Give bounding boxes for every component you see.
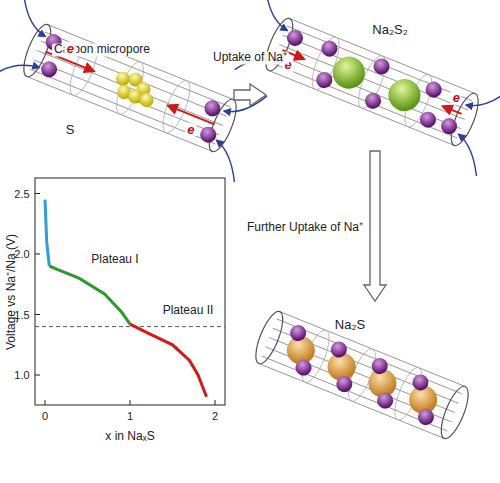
plateau-label: Plateau I: [91, 253, 138, 266]
sodium-ion: [371, 56, 392, 77]
sodium-ion: [202, 98, 223, 119]
sodium-ion: [293, 357, 314, 378]
micropore-node: Na₂S₂: [268, 12, 480, 147]
species-label: Na₂S: [333, 318, 367, 332]
tick-label: 2: [212, 410, 218, 422]
curve-plateau-2: [130, 324, 207, 397]
arrow-label: Uptake of Na⁺: [211, 51, 289, 64]
electron-label: e: [451, 91, 462, 105]
tick-label: 1.5: [14, 308, 29, 320]
electron-label: e: [65, 42, 76, 56]
sodium-ion: [334, 374, 355, 395]
species-label: Na₂S₂: [370, 23, 409, 37]
carbon-micropore: [250, 308, 473, 442]
sodium-ion: [439, 116, 460, 137]
tick-label: 2.0: [14, 248, 29, 260]
axis-title: x in NaₓS: [105, 430, 154, 443]
tick-label: 2.5: [14, 187, 29, 199]
arrow-label: Further Uptake of Na⁺: [244, 221, 366, 234]
na-uptake-arrow: [11, 0, 58, 36]
sodium-ion: [319, 38, 340, 59]
ticks: [35, 194, 215, 406]
na-uptake-arrow: [466, 77, 500, 118]
sodium-ion: [198, 124, 219, 145]
sodium-ion: [410, 372, 431, 393]
curve-initial: [45, 200, 49, 266]
na-uptake-arrow: [447, 134, 489, 176]
micropore-node: Carbon microporeS: [22, 18, 232, 153]
tick-label: 1.0: [14, 369, 29, 381]
plateau-label: Plateau II: [163, 304, 214, 317]
tick-label: 1: [127, 410, 133, 422]
na-uptake-arrow: [205, 140, 247, 182]
electron-label: e: [185, 123, 196, 137]
sodium-ion: [418, 109, 439, 130]
na-uptake-arrow: [224, 83, 267, 124]
block-arrow: [234, 84, 266, 106]
electron-arrow: [168, 106, 214, 125]
tick-label: 0: [42, 410, 48, 422]
pore-wall-line: [30, 69, 215, 144]
pore-wall-line: [41, 41, 226, 116]
na2s2-molecule: [328, 52, 370, 94]
sodium-ion: [328, 339, 349, 360]
electron-arrow: [443, 106, 462, 113]
carbon-micropore: [229, 0, 500, 176]
sodium-ion: [423, 79, 444, 100]
pore-wall-line: [45, 32, 230, 107]
carbon-micropore: [0, 0, 271, 182]
sodium-ion: [288, 323, 309, 344]
voltage-chart: [35, 178, 225, 405]
sodium-ion: [314, 70, 335, 91]
sodium-ion: [363, 90, 384, 111]
pore-wall-line: [279, 45, 464, 120]
pore-wall-line: [283, 35, 468, 110]
pore-ring: [436, 383, 474, 442]
sodium-ion: [369, 356, 390, 377]
sodium-ion: [39, 59, 60, 80]
sodium-ion: [375, 390, 396, 411]
na2s2-molecule: [384, 74, 426, 116]
micropore-node: Na₂S: [255, 305, 470, 440]
chart-frame: [35, 178, 225, 405]
pore-wall-line: [287, 26, 472, 101]
block-arrow: [364, 151, 386, 301]
na-uptake-arrow: [253, 0, 300, 30]
curve-plateau-1: [49, 266, 130, 324]
sodium-ion: [284, 27, 305, 48]
dashed-line: [35, 326, 225, 327]
na-uptake-arrow: [0, 52, 39, 90]
sulfur-atom: [138, 91, 156, 109]
pore-wall-line: [37, 51, 222, 126]
sulfur-label: S: [66, 123, 75, 137]
sodium-ion: [416, 407, 437, 428]
pore-ring: [250, 308, 288, 367]
